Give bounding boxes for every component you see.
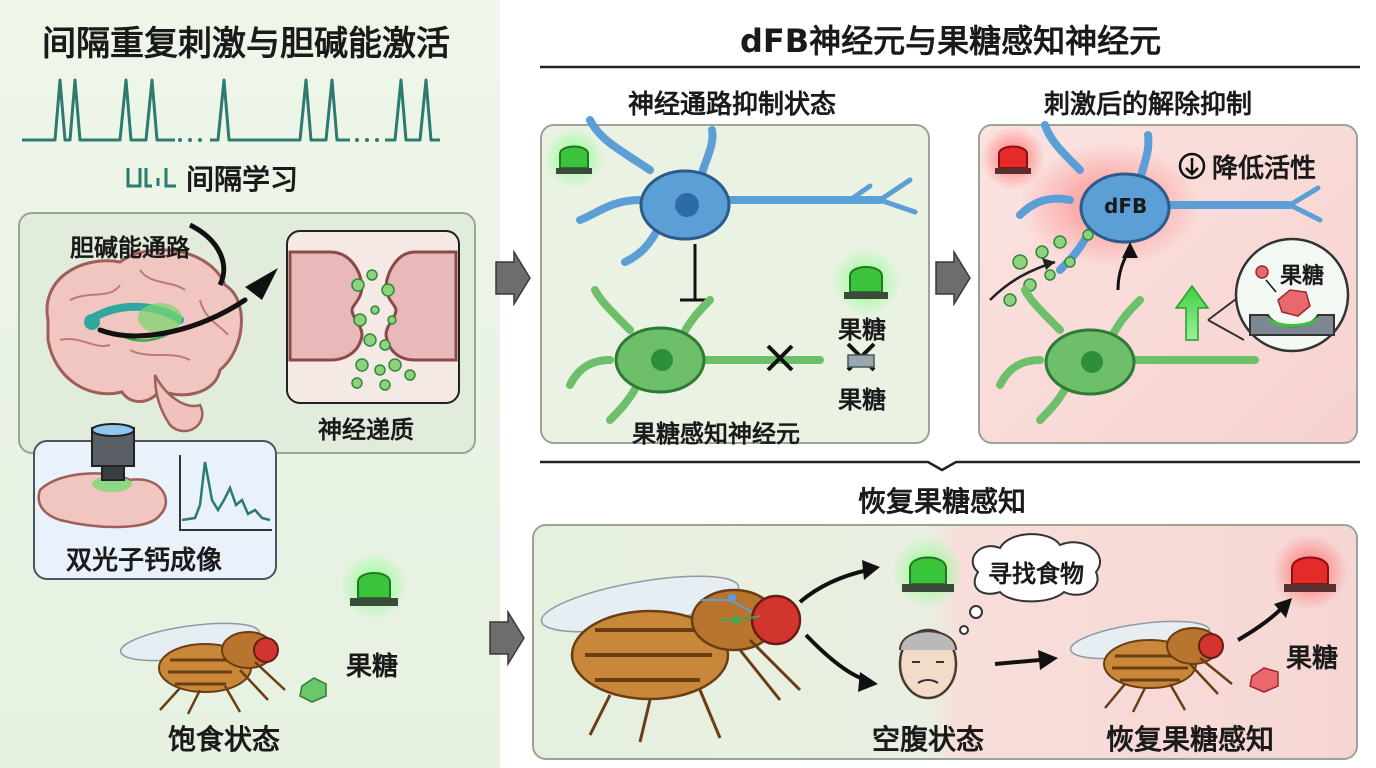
fructose-sensing-neuron-label: 果糖感知神经元 [632, 420, 800, 448]
fructose-crystal-restore [1249, 667, 1279, 693]
synapse-illustration [288, 250, 458, 362]
green-indicator-light-restore [892, 536, 964, 608]
inhibition-symbol [680, 244, 710, 302]
spaced-learning-label: 间隔学习 [186, 163, 299, 196]
reduced-activity-label: 降低活性 [1212, 154, 1317, 184]
red-indicator-light-panel [981, 126, 1045, 190]
large-fly-illustration [540, 575, 802, 743]
spike-train-ellipsis [178, 138, 379, 142]
satiated-state-label: 饱食状态 [168, 723, 281, 756]
neurotransmitter-label: 神经递质 [318, 416, 414, 444]
fructose-label-left: 果糖 [346, 652, 399, 682]
fructose-sensing-neuron-inhibited [566, 286, 824, 424]
increase-arrow-icon [1174, 284, 1210, 341]
green-indicator-light-panel-b [832, 248, 900, 316]
receptor-fructose-label: 果糖 [1280, 264, 1325, 289]
hungry-state-label: 空腹状态 [872, 723, 985, 756]
fructose-label-panel-b: 果糖 [838, 386, 886, 414]
inhibited-state-title: 神经通路抑制状态 [628, 90, 837, 120]
restored-fly-illustration [1069, 620, 1233, 713]
callout-line-b [1207, 319, 1245, 341]
two-photon-microscope-icon [37, 423, 167, 529]
cholinergic-pathway-label: 胆碱能通路 [70, 234, 190, 262]
brain-illustration [45, 222, 278, 433]
flow-arrows [489, 249, 971, 667]
calcium-trace-plot [179, 455, 272, 531]
thought-bubble [959, 533, 1101, 635]
restored-sensing-label: 恢复果糖感知 [1106, 723, 1275, 756]
fructose-receptor-magnifier [1234, 237, 1350, 353]
dfb-label: dFB [1104, 194, 1148, 218]
arrow-to-green-light [798, 568, 869, 604]
green-indicator-light-left [340, 552, 408, 620]
restore-title: 恢复果糖感知 [858, 485, 1027, 518]
hungry-person-face [898, 628, 958, 700]
dfb-neuron-activated [1016, 121, 1323, 274]
neurotransmitter-vesicles [351, 269, 416, 391]
spike-train-waveform [22, 78, 440, 142]
disinhibited-state-title: 刺激后的解除抑制 [1044, 90, 1253, 120]
left-title: 间隔重复刺激与胆碱能激活 [42, 24, 450, 64]
dfb-neuron-inhibited [576, 116, 918, 266]
restore-header-rule [540, 460, 1360, 472]
seek-food-label: 寻找食物 [988, 560, 1084, 588]
red-indicator-light-restore [1272, 534, 1348, 610]
satiated-fly-illustration [119, 622, 286, 715]
fructose-crystal-left [299, 677, 327, 703]
green-indicator-light-panel-a [544, 128, 604, 188]
restored-fructose-label: 果糖 [1286, 644, 1339, 674]
fructose-label-panel-a: 果糖 [838, 316, 886, 344]
receptor-block-inhibited [847, 354, 875, 368]
arrow-to-hungry-face [804, 633, 867, 682]
spaced-learning-icon [126, 168, 176, 188]
right-title: dFB神经元与果糖感知神经元 [740, 22, 1162, 60]
reduced-activity-icon [1178, 152, 1206, 180]
imaging-label: 双光子钙成像 [66, 546, 223, 576]
fructose-sensing-neuron-active [996, 286, 1259, 424]
callout-line-a [1207, 295, 1241, 321]
arrow-to-restored-fly [994, 658, 1041, 666]
arrow-to-red-light [1236, 606, 1284, 642]
